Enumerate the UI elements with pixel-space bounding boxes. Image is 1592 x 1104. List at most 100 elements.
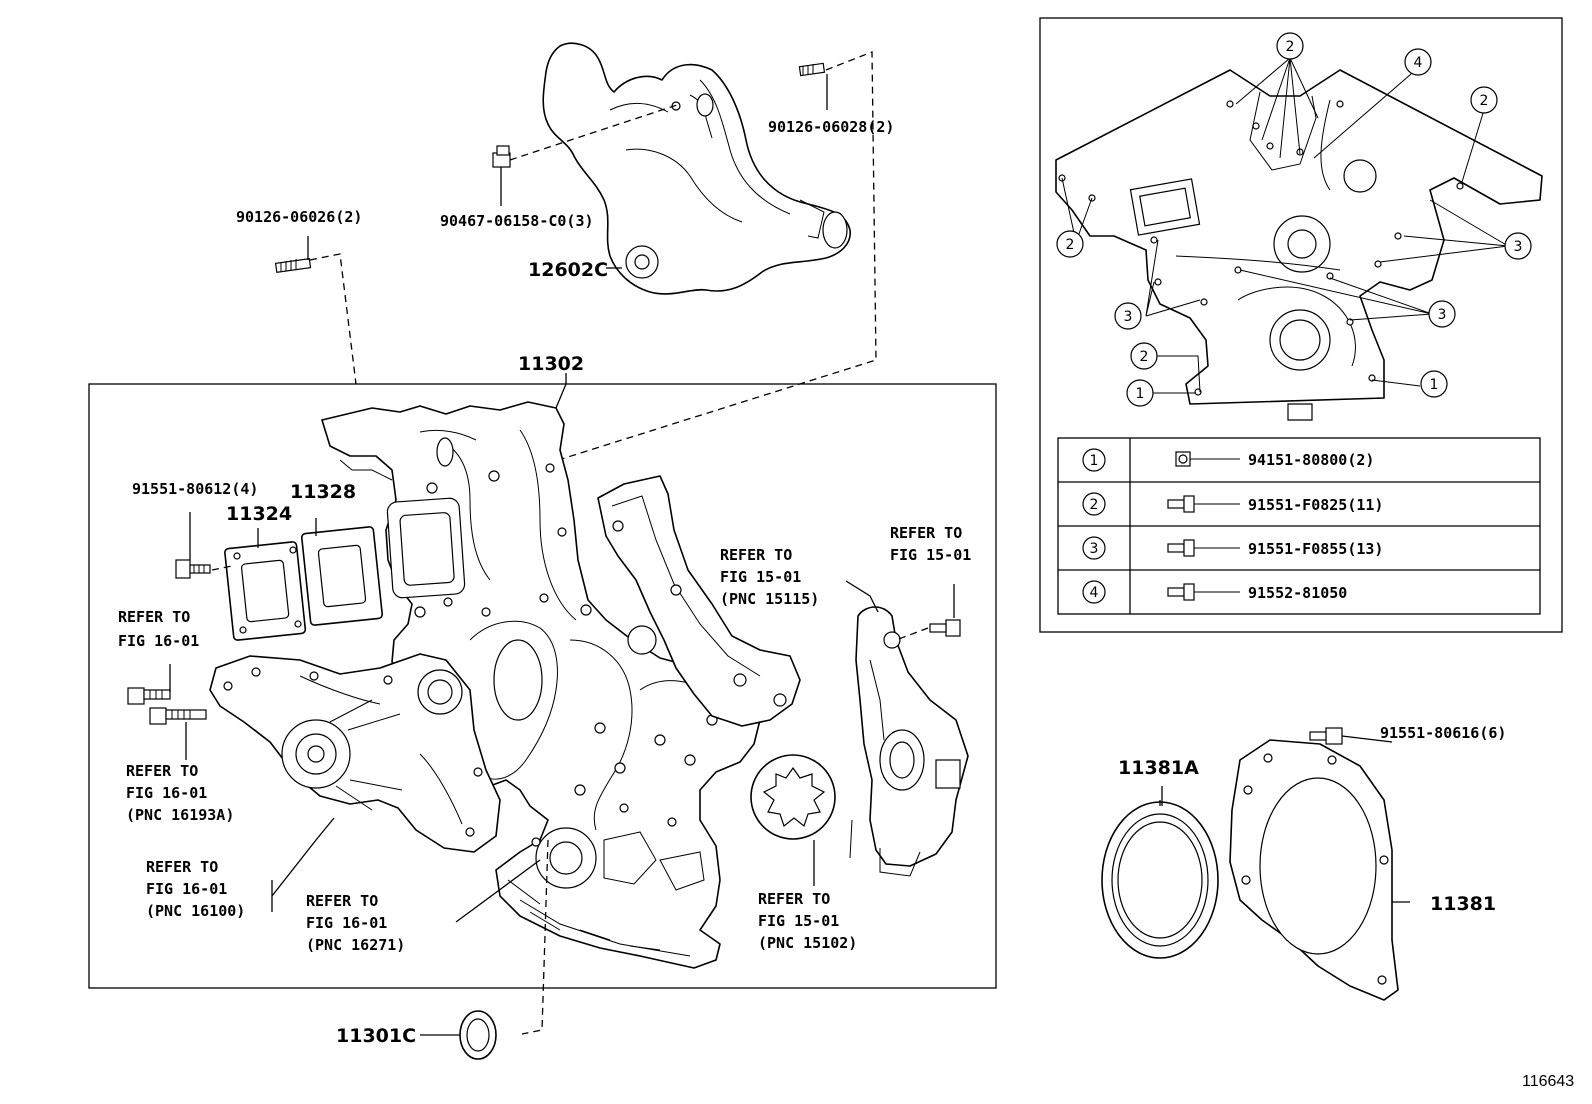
part-number-stud: 90126-06028(2): [768, 118, 894, 136]
refer-note: REFER TO FIG 15-01 (PNC 15115): [720, 546, 819, 608]
refer-note: REFER TO FIG 16-01 (PNC 16100): [146, 858, 245, 920]
inset-callout: 4: [1404, 48, 1432, 76]
callout-11302: 11302: [518, 353, 584, 375]
callout-11381: 11381: [1430, 893, 1496, 915]
legend-row: 1 94151-80800(2): [1082, 448, 1374, 472]
svg-text:(PNC 15115): (PNC 15115): [720, 590, 819, 608]
svg-text:REFER TO: REFER TO: [890, 524, 962, 542]
svg-text:1: 1: [1136, 386, 1145, 402]
callout-11324: 11324: [226, 503, 292, 525]
timing-chain-cover: [321, 401, 761, 969]
svg-text:2: 2: [1480, 93, 1489, 109]
refer-note: REFER TO FIG 15-01 (PNC 15102): [758, 890, 857, 952]
svg-text:2: 2: [1066, 237, 1075, 253]
part-number-stud: 90126-06026(2): [236, 208, 362, 226]
bolt-icon: [1167, 539, 1195, 557]
cover-right-housing: [849, 606, 969, 877]
nut-icon: [1175, 451, 1191, 467]
oil-seal-11381a: [1101, 801, 1219, 959]
legend-part-number: 94151-80800(2): [1248, 451, 1374, 469]
legend-part-number: 91551-F0855(13): [1248, 540, 1383, 558]
callout-12602c: 12602C: [528, 259, 608, 281]
refer-note: REFER TO FIG 16-01 (PNC 16193A): [126, 762, 234, 824]
svg-text:(PNC 16271): (PNC 16271): [306, 936, 405, 954]
legend-row: 3 91551-F0855(13): [1082, 536, 1383, 560]
bolt-icon: [175, 559, 211, 579]
timing-cover-upper: [542, 42, 851, 295]
svg-text:FIG 16-01: FIG 16-01: [126, 784, 207, 802]
legend-row: 4 91552-81050: [1082, 580, 1347, 604]
svg-text:3: 3: [1438, 307, 1447, 323]
bolt-icon: [1309, 727, 1343, 745]
svg-text:3: 3: [1124, 309, 1133, 325]
svg-text:4: 4: [1414, 55, 1423, 71]
oil-pump-rotor: [750, 754, 836, 840]
svg-text:(PNC 16100): (PNC 16100): [146, 902, 245, 920]
gasket-11328: [300, 526, 384, 626]
figure-id: 116643: [1522, 1073, 1574, 1090]
inset-callout: 2: [1276, 32, 1304, 60]
svg-text:(PNC 16193A): (PNC 16193A): [126, 806, 234, 824]
inset-callout: 2: [1470, 86, 1498, 114]
inset-callout: 2: [1130, 342, 1158, 370]
inset-callout: 2: [1056, 230, 1084, 258]
refer-note: REFER TO FIG 15-01: [890, 524, 971, 564]
svg-text:FIG 15-01: FIG 15-01: [758, 912, 839, 930]
inset-callout: 1: [1420, 370, 1448, 398]
inset-callout: 3: [1428, 300, 1456, 328]
svg-text:2: 2: [1286, 39, 1295, 55]
stud-icon: [798, 62, 826, 77]
legend-part-number: 91552-81050: [1248, 584, 1347, 602]
legend-key: 4: [1090, 585, 1099, 601]
svg-text:(PNC 15102): (PNC 15102): [758, 934, 857, 952]
inset-callout: 1: [1126, 379, 1154, 407]
svg-text:1: 1: [1430, 377, 1439, 393]
part-number-bolt: 91551-80616(6): [1380, 724, 1506, 742]
oil-seal-retainer: [1229, 739, 1399, 1001]
svg-text:FIG 16-01: FIG 16-01: [146, 880, 227, 898]
legend-key: 3: [1090, 541, 1099, 557]
bolt-icon: [127, 687, 171, 705]
gasket-11324: [224, 541, 307, 641]
timing-chain-guide: [597, 475, 801, 727]
legend-row: 2 91551-F0825(11): [1082, 492, 1383, 516]
legend-key: 2: [1090, 497, 1099, 513]
bolt-location-inset: [1039, 17, 1563, 633]
inset-callout: 3: [1504, 232, 1532, 260]
part-number-nut: 90467-06158-C0(3): [440, 212, 594, 230]
inset-callout: 3: [1114, 302, 1142, 330]
svg-text:REFER TO: REFER TO: [758, 890, 830, 908]
legend-part-number: 91551-F0825(11): [1248, 496, 1383, 514]
nut-icon: [492, 145, 511, 168]
svg-text:REFER TO: REFER TO: [118, 608, 190, 626]
svg-text:REFER TO: REFER TO: [126, 762, 198, 780]
inset-cover-outline: [1055, 69, 1543, 421]
svg-text:REFER TO: REFER TO: [146, 858, 218, 876]
refer-note: REFER TO FIG 16-01: [118, 608, 199, 650]
bolt-icon: [929, 619, 961, 637]
bolt-icon: [149, 707, 207, 725]
part-number-bolt: 91551-80612(4): [132, 480, 258, 498]
fastener-legend-table: 1 94151-80800(2) 2 91551-F0825(11) 3 915…: [1057, 437, 1541, 615]
svg-text:FIG 15-01: FIG 15-01: [720, 568, 801, 586]
callout-11301c: 11301C: [336, 1025, 416, 1047]
svg-text:REFER TO: REFER TO: [306, 892, 378, 910]
bolt-icon: [1167, 495, 1195, 513]
svg-text:3: 3: [1514, 239, 1523, 255]
water-pump: [209, 653, 501, 853]
bolt-icon: [1167, 583, 1195, 601]
callout-11381a: 11381A: [1118, 757, 1199, 779]
stud-icon: [274, 257, 312, 273]
svg-text:FIG 16-01: FIG 16-01: [118, 632, 199, 650]
legend-key: 1: [1090, 453, 1099, 469]
refer-note: REFER TO FIG 16-01 (PNC 16271): [306, 892, 405, 954]
svg-text:2: 2: [1140, 349, 1149, 365]
svg-text:FIG 16-01: FIG 16-01: [306, 914, 387, 932]
callout-11328: 11328: [290, 481, 356, 503]
svg-text:FIG 15-01: FIG 15-01: [890, 546, 971, 564]
svg-text:REFER TO: REFER TO: [720, 546, 792, 564]
main-assembly-frame: [88, 383, 997, 989]
oil-seal-11301c: [459, 1010, 497, 1060]
